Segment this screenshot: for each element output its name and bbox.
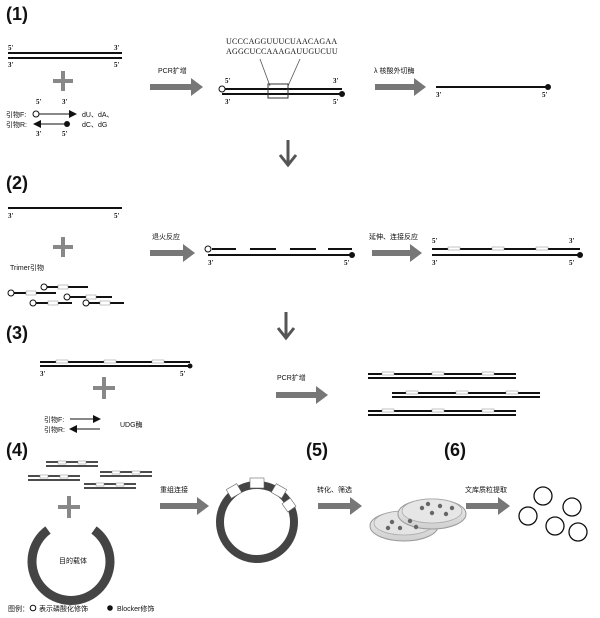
end-label: 5'	[333, 98, 339, 106]
end-label: 3'	[8, 212, 14, 220]
end-label: 5'	[344, 259, 350, 267]
vector-label: 目的载体	[59, 556, 87, 565]
nucleotides-line2: dC、dG	[82, 122, 107, 129]
section-2: 3' 5' Trimer引物 退火反应	[7, 207, 583, 341]
end-label: 3'	[36, 130, 42, 138]
annealed-product: 3' 5'	[204, 245, 355, 267]
transformation-screening-label: 转化、筛选	[317, 485, 352, 494]
legend-phosphorylation-text: 表示磷酸化修饰	[39, 604, 88, 613]
trimer-primer-label: Trimer引物	[10, 263, 44, 272]
end-label: 3'	[569, 237, 575, 245]
blocker-dot	[339, 91, 345, 97]
end-label: 5'	[569, 259, 575, 267]
sequence-bottom: AGGCUCCAAAGAUUGUCUU	[226, 47, 338, 56]
end-label: 3'	[62, 98, 68, 106]
section-1: 5' 3' 3' 5' 5' 3' 引物F: 引物R: 3' 5' dU、dA、…	[6, 37, 551, 168]
recombination-label: 重组连接	[160, 485, 188, 494]
step-label-5: (5)	[306, 440, 328, 460]
legend-blocker-text: Blocker修饰	[117, 604, 154, 613]
extension-ligation-label: 延伸、连接反应	[369, 232, 418, 241]
process-arrow	[276, 386, 328, 404]
section-3: 3' 5' 引物F: 引物R: UDG酶 PCR扩增	[40, 359, 540, 434]
phosphorylation-circle	[29, 604, 37, 612]
end-label: 3'	[8, 61, 14, 69]
step-label-3: (3)	[6, 323, 28, 343]
end-label: 3'	[114, 44, 120, 52]
process-arrow	[150, 244, 195, 262]
process-arrow	[160, 497, 209, 515]
process-arrow	[150, 78, 203, 96]
blocker-dot	[107, 605, 113, 611]
process-arrow	[318, 497, 362, 515]
plasmid-extraction-label: 文库质粒提取	[465, 485, 507, 494]
pcr-product-dsdna: 5' 3' 3' 5'	[218, 77, 345, 106]
nucleotides-line1: dU、dA、	[82, 112, 114, 119]
section-4: 目的载体 重组连接	[27, 460, 298, 605]
plus-sign	[53, 71, 73, 91]
primer-f-label: 引物F:	[6, 110, 26, 119]
step-label-6: (6)	[444, 440, 466, 460]
end-label: 5'	[180, 370, 186, 378]
ligated-dsdna: 5' 3' 3' 5'	[432, 237, 583, 267]
end-label: 3'	[436, 91, 442, 99]
extracted-plasmids	[518, 486, 588, 542]
end-label: 5'	[114, 212, 120, 220]
end-label: 5'	[36, 98, 42, 106]
end-label: 5'	[62, 130, 68, 138]
insert-box	[267, 83, 289, 99]
end-label: 5'	[114, 61, 120, 69]
end-label: 3'	[432, 259, 438, 267]
process-arrow	[372, 244, 422, 262]
legend: 图例： 表示磷酸化修饰 Blocker修饰	[8, 604, 154, 613]
plus-sign	[53, 237, 73, 257]
end-label: 3'	[225, 98, 231, 106]
end-label: 3'	[333, 77, 339, 85]
udg-enzyme-label: UDG酶	[120, 420, 143, 429]
end-label: 5'	[225, 77, 231, 85]
petri-dishes	[369, 498, 467, 542]
primer-r-label: 引物R:	[6, 120, 27, 129]
section-5: 转化、筛选	[317, 485, 467, 542]
recombinant-plasmid	[216, 477, 298, 563]
sequence-top: UCCCAGGUUUCUAACAGAA	[226, 37, 337, 46]
step-label-1: (1)	[6, 4, 28, 24]
template-dsdna: 5' 3' 3' 5'	[8, 44, 122, 69]
phosphorylation-circle	[32, 110, 40, 118]
exonuclease-label: λ 核酸外切酶	[374, 66, 414, 75]
amplified-library	[368, 371, 540, 416]
pcr-amplification-label: PCR扩增	[277, 373, 306, 382]
end-label: 5'	[8, 44, 14, 52]
section-6: 文库质粒提取	[465, 485, 588, 542]
legend-prefix: 图例：	[8, 604, 29, 613]
plus-sign	[58, 496, 80, 518]
library-fragments	[28, 460, 152, 489]
trimer-primers	[7, 283, 124, 307]
blocker-dot	[545, 84, 551, 90]
primer-f-label: 引物F:	[44, 415, 64, 424]
vector-backbone	[27, 526, 115, 605]
ligated-template: 3' 5'	[40, 359, 193, 378]
step-label-2: (2)	[6, 173, 28, 193]
annealing-label: 退火反应	[152, 232, 180, 241]
pcr-amplification-label: PCR扩增	[158, 66, 187, 75]
process-arrow	[466, 497, 510, 515]
blocker-dot	[64, 121, 70, 127]
end-label: 3'	[208, 259, 214, 267]
ssdna-product: 3' 5'	[436, 84, 551, 99]
end-label: 5'	[432, 237, 438, 245]
step-label-4: (4)	[6, 440, 28, 460]
process-arrow	[375, 78, 426, 96]
end-label: 3'	[40, 370, 46, 378]
plus-sign	[93, 377, 115, 399]
primer-r-label: 引物R:	[44, 425, 65, 434]
phosphorylation-circle	[218, 85, 226, 93]
end-label: 5'	[542, 91, 548, 99]
